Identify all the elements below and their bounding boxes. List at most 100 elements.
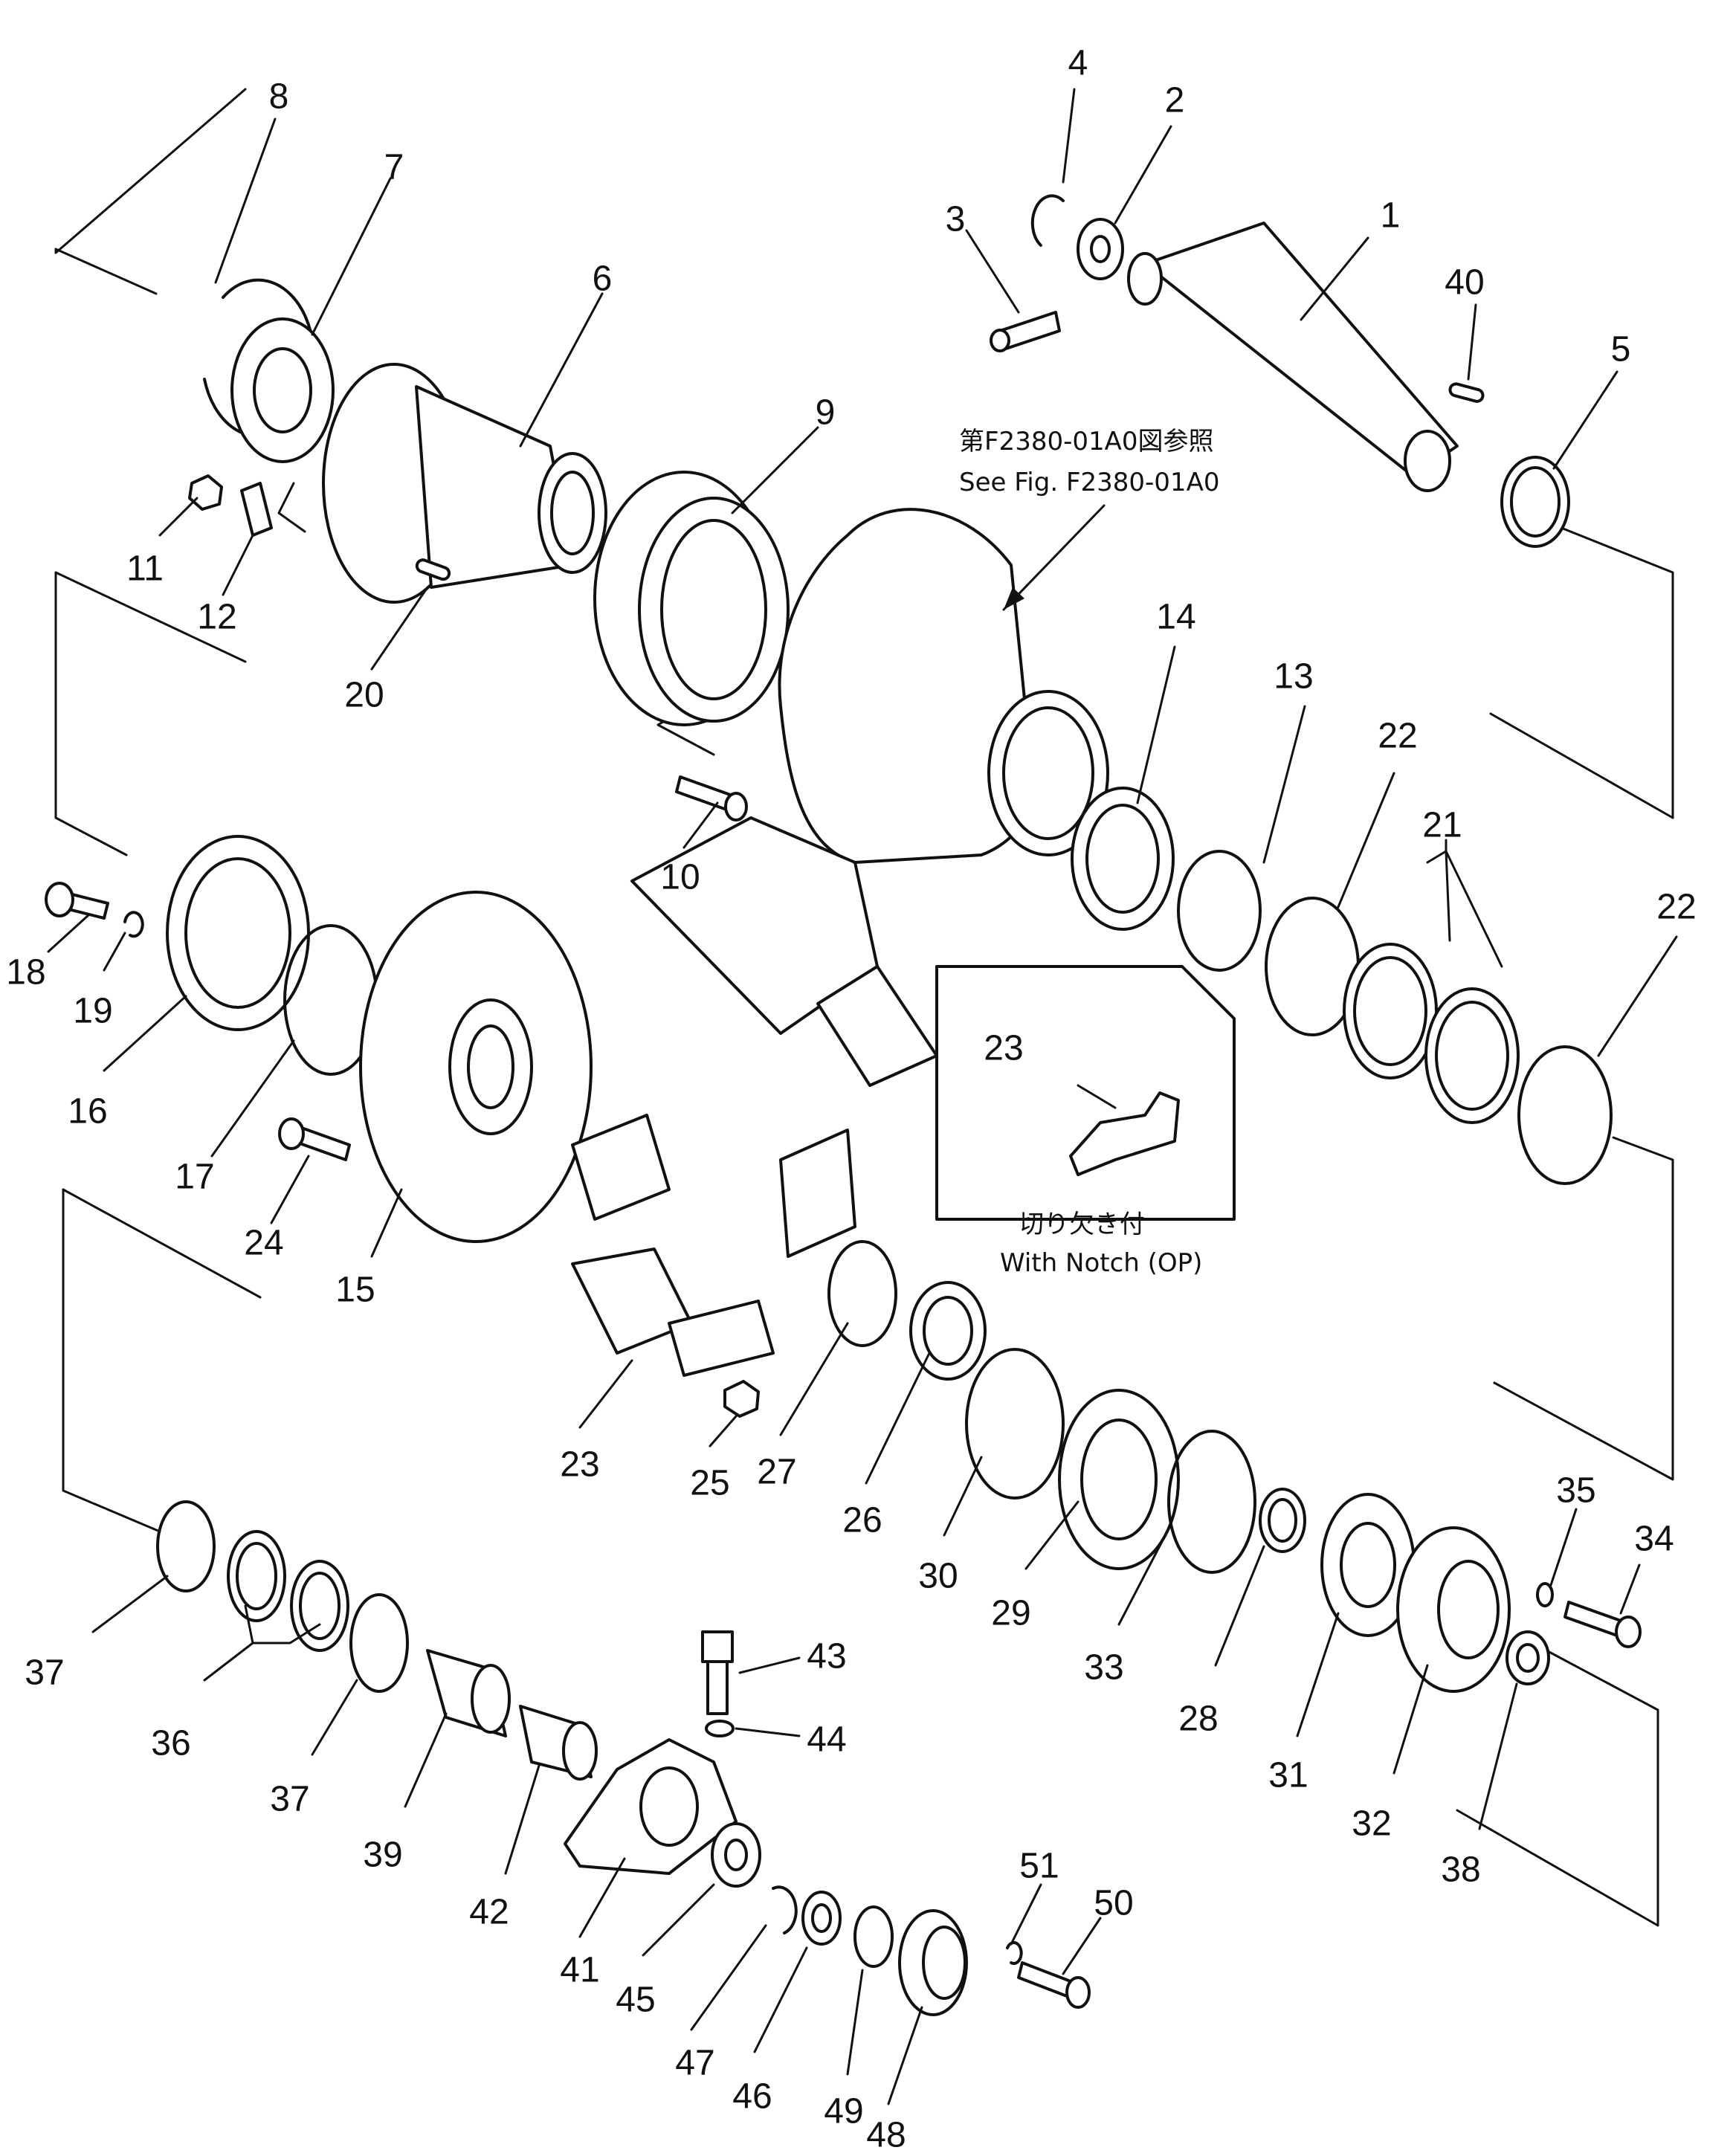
part-washer-19 <box>123 911 144 938</box>
callout-43: 43 <box>807 1637 846 1676</box>
callout-41: 41 <box>560 1951 599 1990</box>
part-gear-small <box>1077 218 1124 280</box>
callout-17: 17 <box>175 1158 214 1197</box>
callout-22b: 22 <box>1656 888 1696 927</box>
callout-labels: 1 2 3 4 5 6 7 8 9 10 11 12 13 14 15 16 1… <box>6 44 1696 2155</box>
callout-14: 14 <box>1156 598 1195 637</box>
reference-arrow <box>1002 504 1106 611</box>
callout-33: 33 <box>1084 1648 1123 1688</box>
part-washer-51 <box>1006 1940 1023 1965</box>
part-washer-44 <box>705 1720 735 1737</box>
callout-23: 23 <box>560 1445 599 1485</box>
callout-31: 31 <box>1268 1756 1308 1795</box>
part-nut-25 <box>723 1380 760 1418</box>
callout-35: 35 <box>1556 1471 1595 1511</box>
part-o-ring-37b <box>349 1593 409 1693</box>
part-sleeve-39 <box>426 1649 511 1737</box>
callout-27: 27 <box>757 1453 796 1492</box>
part-cap-48 <box>898 1909 968 2016</box>
part-bolt-18 <box>45 882 109 920</box>
callout-18: 18 <box>6 953 45 993</box>
callout-21: 21 <box>1422 806 1462 845</box>
part-sleeve-13 <box>1177 850 1262 972</box>
part-o-ring-37a <box>156 1500 216 1592</box>
part-bolt-10 <box>675 775 748 822</box>
callout-48: 48 <box>866 2116 906 2155</box>
inset-box <box>935 965 1236 1221</box>
callout-40: 40 <box>1445 263 1484 303</box>
part-carrier-29 <box>1058 1389 1180 1570</box>
part-sprocket-segments-23 <box>571 816 938 1377</box>
callout-37b: 37 <box>270 1780 309 1819</box>
callout-42: 42 <box>469 1893 509 1932</box>
callout-15: 15 <box>335 1271 375 1310</box>
callout-22a: 22 <box>1378 717 1417 756</box>
part-o-ring-22b <box>1517 1045 1613 1185</box>
callout-1: 1 <box>1381 196 1401 236</box>
part-shaft <box>1127 222 1485 492</box>
part-cover-32 <box>1396 1526 1511 1693</box>
part-bearing-cup <box>1071 787 1175 931</box>
part-bushing-42 <box>519 1705 598 1781</box>
callout-44: 44 <box>807 1720 846 1760</box>
inset-callout-23: 23 <box>984 1029 1023 1068</box>
callout-26: 26 <box>842 1501 882 1540</box>
callout-36: 36 <box>151 1724 190 1763</box>
part-sprocket-hub-15 <box>359 891 593 1243</box>
callout-29: 29 <box>991 1594 1030 1633</box>
part-bolt-43 <box>701 1630 734 1715</box>
callout-13: 13 <box>1274 657 1313 697</box>
callout-12: 12 <box>197 598 236 637</box>
callout-16: 16 <box>68 1092 107 1132</box>
callout-2: 2 <box>1165 81 1185 120</box>
part-washer-35 <box>1536 1582 1554 1607</box>
callout-24: 24 <box>244 1224 283 1263</box>
part-bolt-34 <box>1563 1601 1642 1648</box>
part-seal-set-36 <box>227 1530 349 1652</box>
callout-7: 7 <box>384 148 404 187</box>
part-bolt-50 <box>1017 1961 1091 2009</box>
callout-49: 49 <box>824 2092 863 2131</box>
callout-5: 5 <box>1611 330 1631 369</box>
part-snap-ring-47 <box>772 1885 798 1934</box>
callout-3: 3 <box>946 200 966 239</box>
callout-37a: 37 <box>25 1653 64 1693</box>
part-snap-ring-small <box>1030 194 1065 247</box>
callout-46: 46 <box>732 2077 772 2117</box>
callout-32: 32 <box>1352 1804 1391 1844</box>
inset-part-23 <box>1069 1091 1180 1176</box>
part-lock-plate <box>240 482 273 537</box>
callout-47: 47 <box>675 2044 714 2083</box>
part-ring-27 <box>827 1240 897 1347</box>
callout-4: 4 <box>1068 44 1088 83</box>
part-bushing-46 <box>801 1891 842 1946</box>
leader-lines <box>47 88 1678 2105</box>
part-housing-reference <box>778 508 1109 864</box>
reference-note-en: See Fig. F2380-01A0 <box>959 468 1219 497</box>
part-o-ring-49 <box>853 1905 894 1968</box>
callout-38: 38 <box>1441 1850 1480 1890</box>
callout-30: 30 <box>918 1557 958 1596</box>
part-bolt-24 <box>278 1117 351 1161</box>
callout-39: 39 <box>363 1836 402 1875</box>
callout-51: 51 <box>1019 1847 1059 1886</box>
part-seal-set-21 <box>1343 943 1520 1124</box>
part-retainer-16 <box>166 835 310 1031</box>
callout-11: 11 <box>126 549 164 589</box>
callout-45: 45 <box>616 1981 655 2020</box>
inset-label-jp: 切り欠き付 <box>1019 1210 1145 1239</box>
callout-50: 50 <box>1094 1884 1133 1923</box>
part-bearing-large <box>230 317 335 463</box>
callout-20: 20 <box>344 676 384 715</box>
callout-6: 6 <box>593 259 613 299</box>
part-o-ring-33 <box>1167 1430 1256 1574</box>
part-bushing-28 <box>1259 1488 1306 1553</box>
callout-9: 9 <box>816 393 836 433</box>
inset-label-en: With Notch (OP) <box>1000 1248 1202 1278</box>
callout-10: 10 <box>660 858 700 897</box>
callout-28: 28 <box>1178 1700 1218 1739</box>
part-pin <box>990 311 1061 352</box>
part-bearing-45 <box>711 1822 761 1888</box>
callout-25: 25 <box>690 1464 729 1503</box>
